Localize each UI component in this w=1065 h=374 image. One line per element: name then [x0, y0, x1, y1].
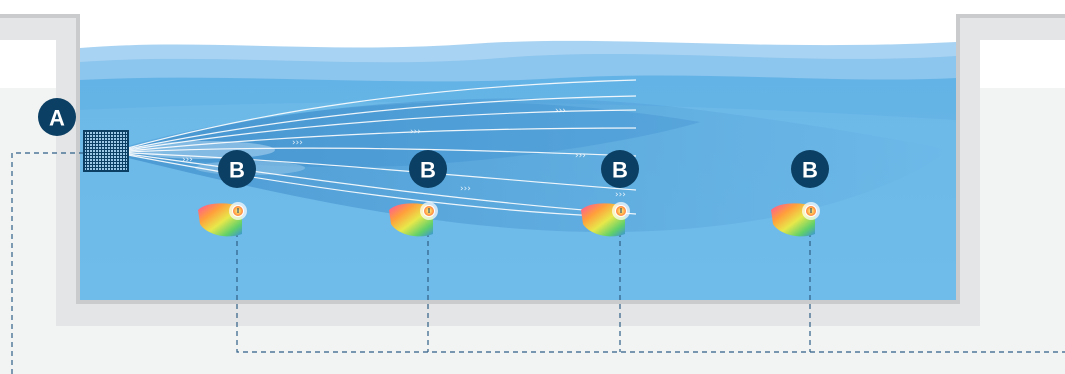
badge-a-label: A	[49, 106, 65, 131]
rgb-pool-light-icon	[771, 202, 820, 237]
flow-chevron: ›››	[575, 151, 586, 161]
pool-light-1: B	[198, 150, 256, 237]
badge-b: B	[218, 150, 256, 188]
flow-chevron: ›››	[292, 138, 303, 148]
pool-light-4: B	[771, 150, 829, 237]
badge-b-label: B	[420, 158, 436, 183]
light-pipe	[236, 214, 1065, 353]
pool-light-3: B	[581, 150, 639, 237]
inlet-grille	[83, 130, 129, 172]
badge-b: B	[601, 150, 639, 188]
rgb-pool-light-icon	[581, 202, 630, 237]
badge-b: B	[791, 150, 829, 188]
badge-b: B	[409, 150, 447, 188]
rgb-pool-light-icon	[389, 202, 438, 237]
jet-plume	[128, 98, 950, 233]
pool-shell	[0, 14, 1065, 326]
flow-chevron: ›››	[182, 155, 193, 165]
grille-inlet-icon	[83, 130, 129, 172]
inlet-pipe	[11, 152, 84, 374]
badge-b-label: B	[229, 158, 245, 183]
flow-chevron: ›››	[460, 184, 471, 194]
badge-b-label: B	[802, 158, 818, 183]
flow-direction-markers: ››› ››› ››› ››› ››› ››› ›››	[182, 106, 626, 200]
flow-chevron: ›››	[410, 127, 421, 137]
rgb-pool-light-icon	[198, 202, 247, 237]
pipe-lines	[11, 152, 1065, 374]
pool-light-2: B	[389, 150, 447, 237]
flow-chevron: ›››	[615, 190, 626, 200]
badge-a: A	[38, 98, 76, 136]
badge-b-label: B	[612, 158, 628, 183]
flow-lines	[127, 79, 637, 217]
flow-chevron: ›››	[555, 106, 566, 116]
